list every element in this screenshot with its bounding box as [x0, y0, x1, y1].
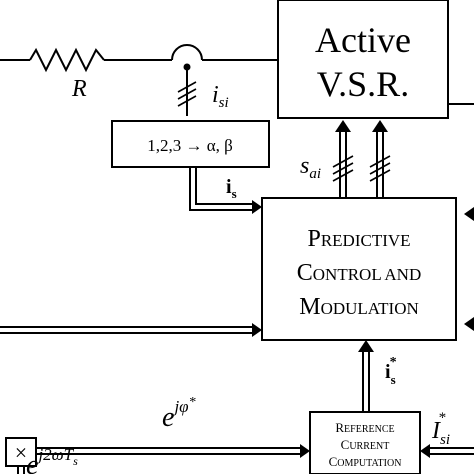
right-input-arrowhead-2	[464, 317, 474, 331]
multiplier-symbol: ×	[15, 440, 27, 465]
rotation-label: ej2ωTs	[26, 445, 78, 474]
amp-ref-label: Isi*	[431, 410, 450, 448]
ref-current-path	[362, 352, 370, 412]
vsr-title-line2: V.S.R.	[317, 64, 409, 104]
left-input-arrowhead	[252, 323, 262, 337]
ref-current-label: is*	[385, 355, 397, 387]
measurement-node	[183, 63, 191, 71]
vsr-title-line1: Active	[315, 20, 411, 60]
resistor-symbol	[29, 47, 105, 73]
three-phase-slashes-switching	[332, 155, 391, 182]
predictive-line2: CONTROL AND	[297, 260, 421, 286]
vsr-block	[277, 0, 449, 119]
switching-signals-path	[339, 132, 384, 198]
phase-ref-arrowhead	[300, 444, 310, 458]
transform-label: 1,2,3 → α, β	[147, 136, 233, 155]
amp-ref-arrowhead	[420, 444, 430, 458]
predictive-line3: MODULATION	[299, 294, 419, 320]
rotation-input-path	[17, 466, 25, 474]
reference-line3: COMPUTATION	[329, 454, 402, 469]
three-phase-slashes-measurement	[177, 81, 197, 107]
reference-line1: REFERENCE	[335, 420, 394, 435]
reference-line2: CURRENT	[341, 437, 390, 452]
amp-ref-path	[430, 447, 474, 455]
switching-arrowhead-2	[372, 120, 388, 132]
measured-current-label: isi	[212, 82, 229, 111]
reference-current-block	[309, 411, 421, 474]
predictive-line1: PREDICTIVE	[307, 226, 410, 252]
current-ab-path	[189, 167, 252, 211]
ref-current-arrowhead	[358, 340, 374, 352]
multiplier-block	[5, 437, 37, 467]
switching-signal-label: sai	[300, 153, 321, 182]
phase-ref-label: ejφ*	[162, 395, 196, 433]
resistor-line	[0, 44, 278, 73]
right-input-arrowhead-1	[464, 207, 474, 221]
current-sensor-symbol	[171, 44, 203, 61]
resistor-label: R	[71, 76, 87, 102]
switching-arrowhead-1	[335, 120, 351, 132]
predictive-control-block	[261, 197, 457, 341]
left-input-path	[0, 326, 252, 334]
current-ab-arrowhead	[252, 200, 262, 214]
phase-ref-path	[36, 447, 300, 455]
current-ab-label: is	[226, 176, 237, 201]
